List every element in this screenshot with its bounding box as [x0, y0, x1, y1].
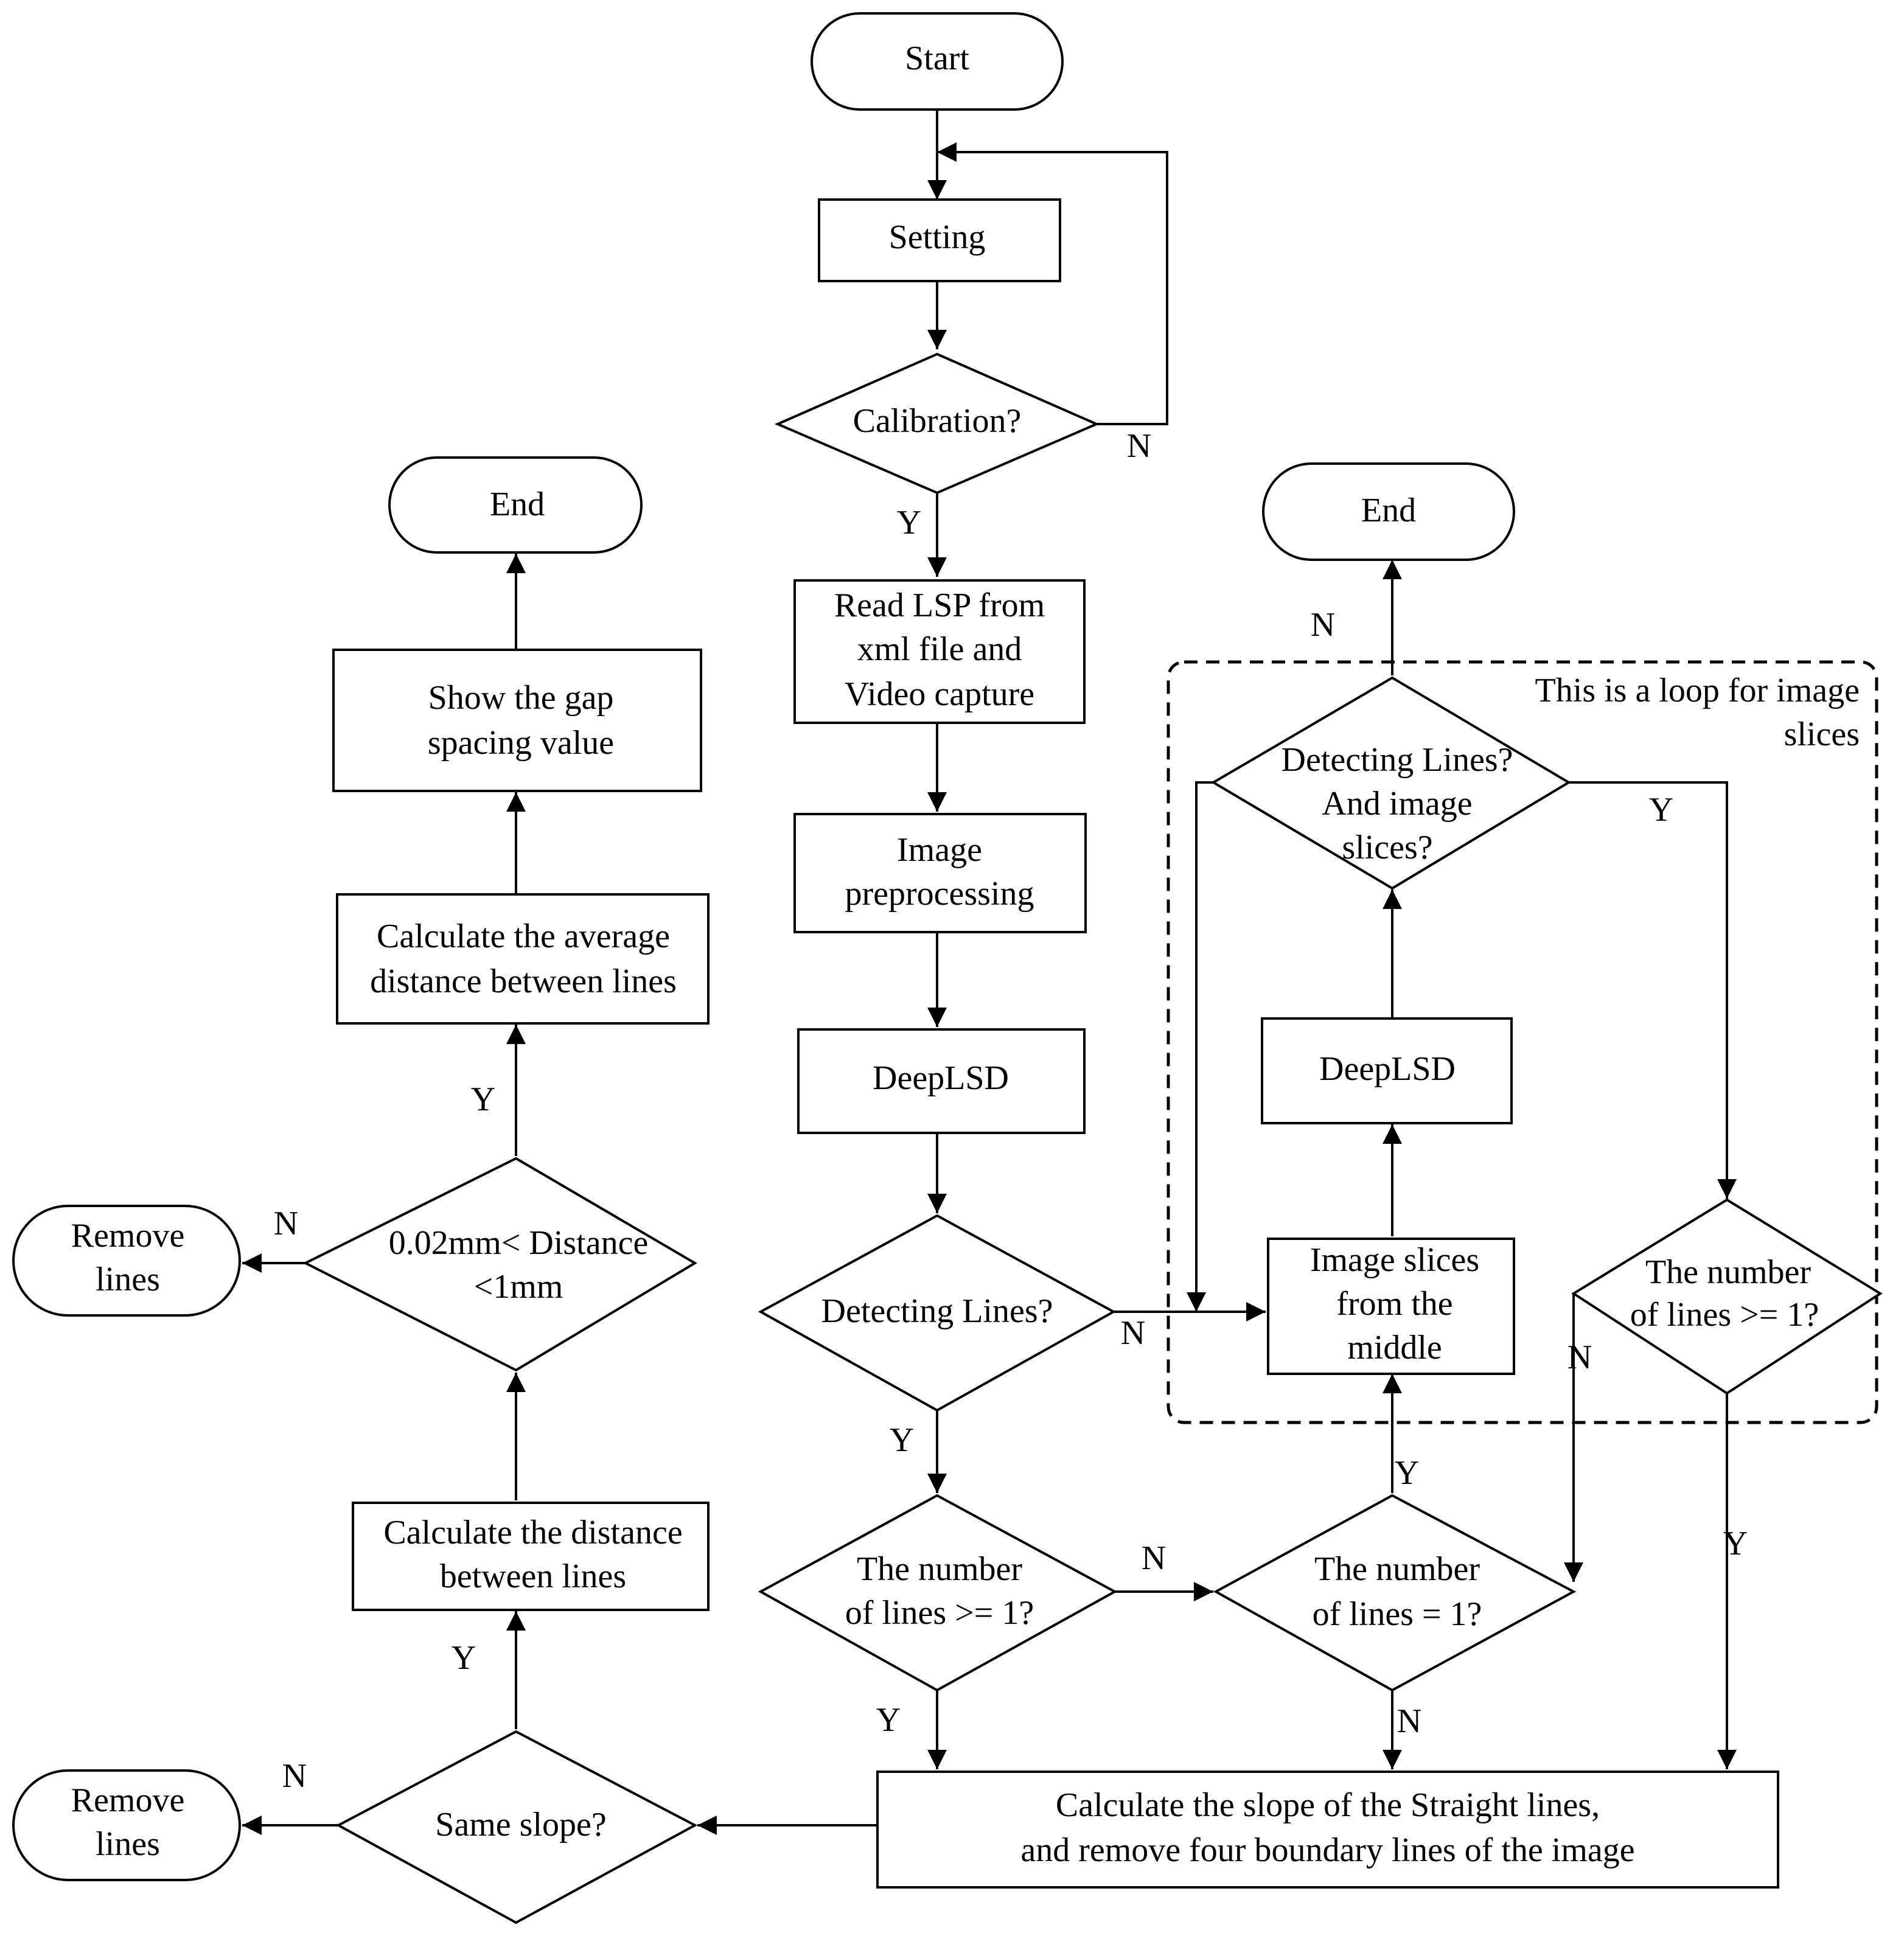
calc-avg-line1: Calculate the average — [377, 918, 670, 955]
end-left-text: End — [490, 486, 545, 523]
count-loop-line2: of lines >= 1? — [1630, 1296, 1819, 1334]
label-detect-main-no: N — [1121, 1314, 1145, 1352]
slope-box: Calculate the slope of the Straight line… — [876, 1771, 1779, 1889]
loop-region: This is a loop for image slices — [1166, 660, 1878, 1424]
start-terminal: Start — [811, 12, 1064, 111]
calibration-text: Calibration? — [853, 402, 1022, 440]
label-distance-yes: Y — [471, 1081, 495, 1118]
calc-distance-line2: between lines — [440, 1558, 626, 1595]
connectors — [242, 110, 1737, 1835]
count-main-decision: The number of lines >= 1? — [758, 1494, 1118, 1692]
detect-slices-decision: Detecting Lines? And image slices? — [1211, 676, 1571, 890]
edge-detectslices-back — [1187, 781, 1213, 1312]
loop-note-line2: slices — [1784, 716, 1860, 753]
label-calibration-no: N — [1127, 427, 1151, 465]
end-left-terminal: End — [388, 456, 643, 554]
distance-check-decision: 0.02mm< Distance <1mm — [302, 1157, 697, 1372]
calc-distance-line1: Calculate the distance — [383, 1514, 682, 1551]
slope-line2: and remove four boundary lines of the im… — [1020, 1831, 1634, 1869]
slices-middle-line2: from the — [1336, 1285, 1452, 1323]
read-lsp-line1: Read LSP from — [834, 587, 1045, 624]
slope-line1: Calculate the slope of the Straight line… — [1056, 1786, 1600, 1824]
same-slope-text: Same slope? — [435, 1806, 606, 1844]
count-main-line1: The number — [857, 1550, 1022, 1588]
deeplsd-loop-box: DeepLSD — [1261, 1017, 1513, 1124]
label-count-eq1-no: N — [1397, 1702, 1421, 1740]
count-eq1-line1: The number — [1314, 1550, 1480, 1588]
preprocess-line1: Image — [897, 831, 982, 869]
label-count-main-yes: Y — [876, 1701, 901, 1739]
detect-slices-line3: slices? — [1342, 829, 1432, 866]
label-count-loop-no: N — [1567, 1339, 1592, 1376]
remove-bottom-terminal: Remove lines — [12, 1769, 241, 1881]
label-same-slope-yes: Y — [452, 1639, 476, 1677]
slices-middle-line3: middle — [1347, 1329, 1442, 1367]
preprocess-line2: preprocessing — [845, 875, 1034, 913]
same-slope-decision: Same slope? — [335, 1730, 698, 1924]
distance-check-line2: <1mm — [474, 1268, 563, 1306]
calc-avg-line2: distance between lines — [370, 963, 677, 1000]
read-lsp-line2: xml file and — [857, 630, 1022, 668]
show-gap-line1: Show the gap — [428, 679, 614, 717]
label-calibration-yes: Y — [897, 504, 921, 541]
show-gap-line2: spacing value — [428, 724, 614, 762]
count-main-line2: of lines >= 1? — [845, 1594, 1034, 1632]
end-right-terminal: End — [1262, 462, 1515, 561]
slices-middle-box: Image slices from the middle — [1267, 1238, 1515, 1375]
count-loop-line1: The number — [1645, 1253, 1811, 1291]
remove-bottom-line1: Remove — [71, 1781, 185, 1819]
label-count-main-no: N — [1142, 1539, 1166, 1577]
label-detect-slices-no: N — [1311, 606, 1335, 644]
label-count-loop-yes: Y — [1723, 1525, 1748, 1562]
label-same-slope-no: N — [282, 1757, 307, 1795]
distance-check-line1: 0.02mm< Distance — [389, 1224, 649, 1262]
setting-box: Setting — [818, 198, 1061, 282]
deeplsd-loop-text: DeepLSD — [1319, 1050, 1456, 1088]
edge-labels: N Y N Y N Y Y N N Y N Y N Y N Y — [274, 427, 1748, 1795]
label-distance-no: N — [274, 1205, 298, 1242]
detect-slices-line2: And image — [1322, 785, 1472, 823]
calc-distance-box: Calculate the distance between lines — [352, 1502, 710, 1611]
edge-calibration-no-loop — [937, 142, 1168, 425]
preprocess-box: Image preprocessing — [793, 813, 1087, 933]
detect-slices-line1: Detecting Lines? — [1282, 741, 1513, 779]
label-count-eq1-yes: Y — [1395, 1454, 1419, 1492]
setting-text: Setting — [889, 218, 986, 256]
detect-main-text: Detecting Lines? — [821, 1292, 1053, 1330]
label-detect-main-yes: Y — [890, 1421, 914, 1459]
loop-boundary — [1166, 660, 1878, 1424]
slices-middle-line1: Image slices — [1310, 1241, 1479, 1279]
read-lsp-line3: Video capture — [845, 675, 1034, 713]
calibration-decision: Calibration? — [774, 352, 1100, 495]
count-loop-decision: The number of lines >= 1? — [1571, 1198, 1883, 1395]
edge-detectslices-yes-count — [1569, 781, 1737, 1199]
remove-mid-line1: Remove — [71, 1217, 185, 1255]
count-eq1-decision: The number of lines = 1? — [1213, 1494, 1577, 1692]
start-text: Start — [905, 40, 969, 77]
end-right-text: End — [1361, 492, 1416, 529]
deeplsd-main-text: DeepLSD — [873, 1059, 1009, 1097]
loop-note-line1: This is a loop for image — [1535, 672, 1860, 709]
remove-bottom-line2: lines — [96, 1825, 160, 1863]
read-lsp-box: Read LSP from xml file and Video capture — [793, 579, 1086, 724]
remove-mid-terminal: Remove lines — [12, 1205, 241, 1317]
remove-mid-line2: lines — [96, 1261, 160, 1298]
detect-main-decision: Detecting Lines? — [758, 1214, 1117, 1412]
deeplsd-main-box: DeepLSD — [797, 1028, 1086, 1134]
label-detect-slices-yes: Y — [1649, 791, 1673, 829]
calc-avg-box: Calculate the average distance between l… — [336, 893, 710, 1025]
show-gap-box: Show the gap spacing value — [332, 649, 702, 792]
count-eq1-line2: of lines = 1? — [1313, 1595, 1482, 1633]
